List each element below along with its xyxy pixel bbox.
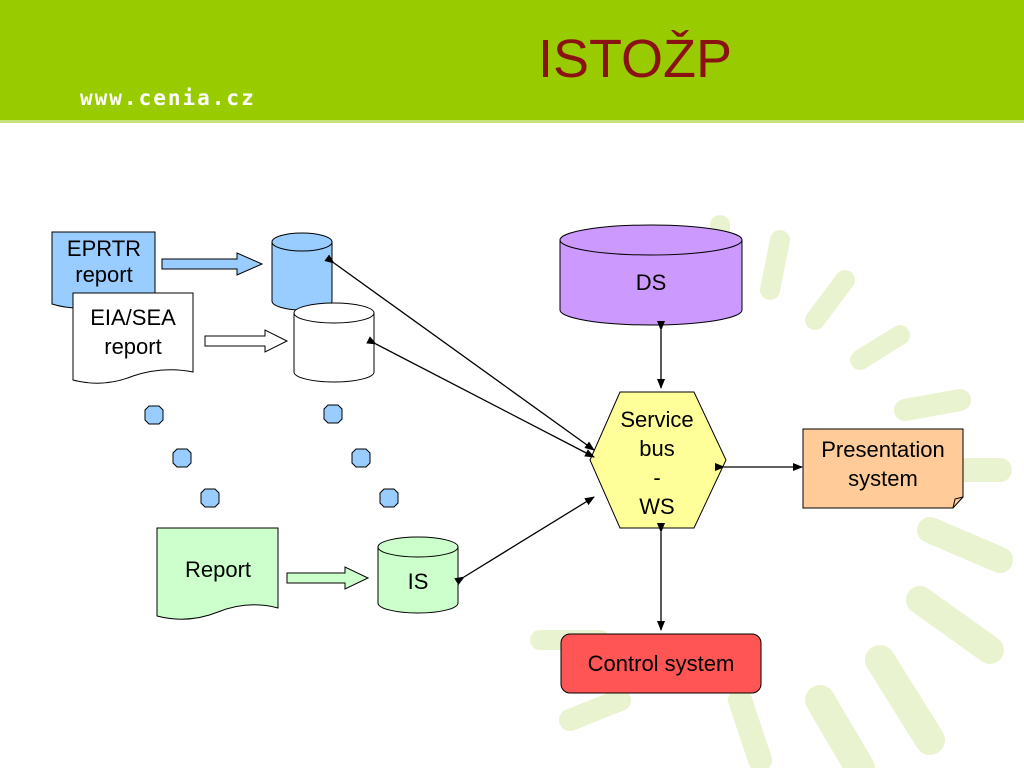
dot <box>172 448 192 468</box>
dot <box>144 405 164 425</box>
presentation-system-box: Presentation system <box>802 428 964 509</box>
report-document: Report <box>156 527 279 620</box>
service-bus-line3: - <box>653 465 660 490</box>
service-bus-hexagon: Service bus - WS <box>589 391 727 529</box>
dot <box>200 488 220 508</box>
control-system-label: Control system <box>588 651 735 676</box>
dot <box>351 448 371 468</box>
connectors <box>324 254 803 631</box>
connector-is-bus <box>454 496 595 586</box>
eprtr-report-line2: report <box>75 262 132 287</box>
ds-label: DS <box>636 270 667 295</box>
block-arrow-eprtr <box>161 252 264 276</box>
service-bus-line1: Service <box>620 407 693 432</box>
eprtr-database-cylinder <box>271 232 333 311</box>
website-url: www.cenia.cz <box>80 86 256 110</box>
block-arrow-eia-sea <box>204 329 289 353</box>
dot <box>379 488 399 508</box>
block-arrow-report <box>286 566 370 590</box>
eprtr-report-line1: EPRTR <box>67 236 141 261</box>
control-system-box: Control system <box>560 633 762 694</box>
continuation-dots-right <box>323 404 399 508</box>
eia-sea-report-document: EIA/SEA report <box>72 292 194 384</box>
continuation-dots-left <box>144 405 220 508</box>
header-divider <box>0 120 1024 123</box>
eia-sea-report-line1: EIA/SEA <box>90 305 176 330</box>
presentation-system-line2: system <box>848 466 918 491</box>
service-bus-line2: bus <box>639 436 674 461</box>
presentation-system-line1: Presentation <box>821 437 945 462</box>
is-database-cylinder: IS <box>377 536 459 614</box>
is-label: IS <box>408 569 429 594</box>
dot <box>323 404 343 424</box>
ds-database-cylinder: DS <box>559 224 743 326</box>
header-bar <box>0 0 1024 120</box>
eia-sea-database-cylinder <box>293 302 375 383</box>
report-label: Report <box>185 557 251 582</box>
service-bus-line4: WS <box>639 494 674 519</box>
slide-title: ISTOŽP <box>537 29 733 89</box>
connector-eia-sea-bus <box>366 336 595 458</box>
eia-sea-report-line2: report <box>104 334 161 359</box>
